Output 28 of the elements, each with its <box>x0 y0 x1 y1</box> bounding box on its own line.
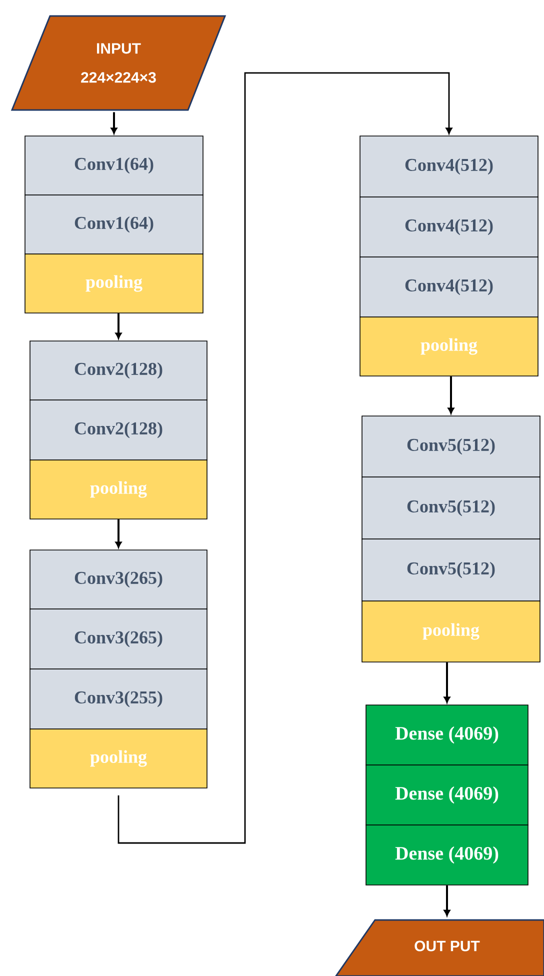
conv-layer-box: Conv5(512) <box>362 416 540 478</box>
dense-layer-box: Dense (4069) <box>366 704 528 766</box>
conv-layer-box: Conv4(512) <box>360 256 538 318</box>
conv-layer-box: Conv2(128) <box>30 400 208 460</box>
conv-layer-box: Conv1(64) <box>24 136 204 196</box>
conv-layer-box: Conv3(265) <box>30 550 208 610</box>
arrow <box>444 885 450 916</box>
conv-layer-box: Conv5(512) <box>362 476 540 540</box>
conv-layer-box: Conv3(265) <box>30 608 208 670</box>
arrow <box>118 72 452 844</box>
conv-layer-box: Conv5(512) <box>362 538 540 602</box>
pooling-layer-box: pooling <box>360 316 538 376</box>
dense-layer-box: Dense (4069) <box>366 764 528 826</box>
conv-layer-box: Conv4(512) <box>360 196 538 258</box>
arrow <box>115 313 122 339</box>
arrow <box>448 376 454 414</box>
conv-layer-box: Conv4(512) <box>360 136 538 198</box>
pooling-layer-box: pooling <box>30 728 208 788</box>
pooling-layer-box: pooling <box>362 600 540 662</box>
pooling-layer-box: pooling <box>24 254 204 314</box>
dense-layer-box: Dense (4069) <box>366 824 528 886</box>
conv-layer-box: Conv1(64) <box>24 194 204 254</box>
arrow <box>110 112 118 134</box>
conv-layer-box: Conv2(128) <box>30 340 208 400</box>
arrow <box>115 519 122 548</box>
arrow <box>444 662 450 703</box>
pooling-layer-box: pooling <box>30 460 208 520</box>
conv-layer-box: Conv3(255) <box>30 668 208 730</box>
